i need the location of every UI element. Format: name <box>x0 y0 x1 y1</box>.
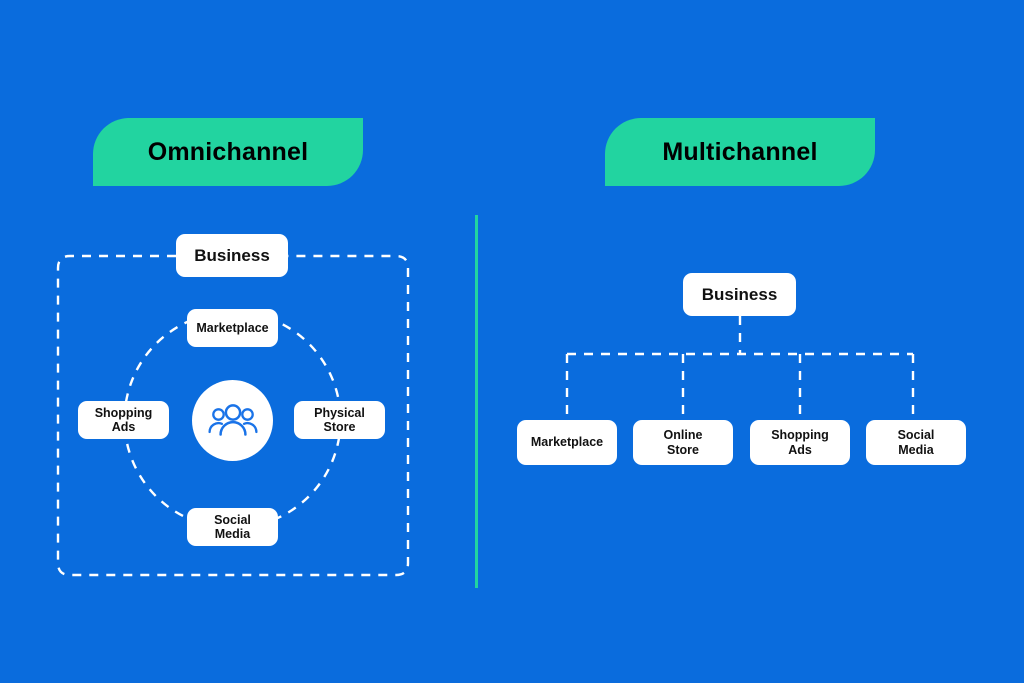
multi-node-online-store[interactable]: Online Store <box>633 420 733 465</box>
omnichannel-heading-badge: Omnichannel <box>93 118 363 186</box>
omni-node-shopping-ads[interactable]: Shopping Ads <box>78 401 169 439</box>
omni-customer-circle <box>192 380 273 461</box>
text-line-2: Ads <box>788 442 812 457</box>
text-line-1: Shopping <box>94 405 153 420</box>
text-line-1: Online <box>663 428 703 442</box>
omni-physical-store-text: Physical Store <box>314 406 365 435</box>
multi-shopping-ads-text: Shopping Ads <box>771 428 829 457</box>
text-line-1: Shopping <box>771 428 829 442</box>
text-line-1: Physical <box>314 405 365 420</box>
omnichannel-dashed-boundary <box>56 254 410 577</box>
omni-node-business[interactable]: Business <box>176 234 288 277</box>
multi-node-business[interactable]: Business <box>683 273 796 316</box>
text-line-2: Ads <box>111 420 136 434</box>
text-line-2: Media <box>898 442 934 457</box>
multi-node-shopping-ads[interactable]: Shopping Ads <box>750 420 850 465</box>
text-line-2: Store <box>667 442 699 457</box>
panel-divider <box>475 215 478 588</box>
text-line-2: Store <box>323 420 356 434</box>
multichannel-connectors <box>565 316 915 420</box>
text-line-1: Social <box>214 512 251 527</box>
text-line-1: Social <box>897 428 935 442</box>
omni-shopping-ads-text: Shopping Ads <box>95 406 153 435</box>
multi-online-store-text: Online Store <box>664 428 703 457</box>
text-line-2: Media <box>214 527 251 541</box>
multi-social-media-text: Social Media <box>898 428 935 457</box>
omni-node-physical-store[interactable]: Physical Store <box>294 401 385 439</box>
omni-node-social-media[interactable]: Social Media <box>187 508 278 546</box>
multi-node-marketplace[interactable]: Marketplace <box>517 420 617 465</box>
omnichannel-panel: Business Marketplace Shopping Ads Physic… <box>0 0 470 683</box>
multichannel-heading-badge: Multichannel <box>605 118 875 186</box>
omni-social-media-text: Social Media <box>214 513 251 542</box>
multi-node-social-media[interactable]: Social Media <box>866 420 966 465</box>
omni-node-marketplace[interactable]: Marketplace <box>187 309 278 347</box>
people-group-icon <box>207 403 258 436</box>
multichannel-panel: Business Marketplace Online Store Shoppi… <box>470 0 1024 683</box>
